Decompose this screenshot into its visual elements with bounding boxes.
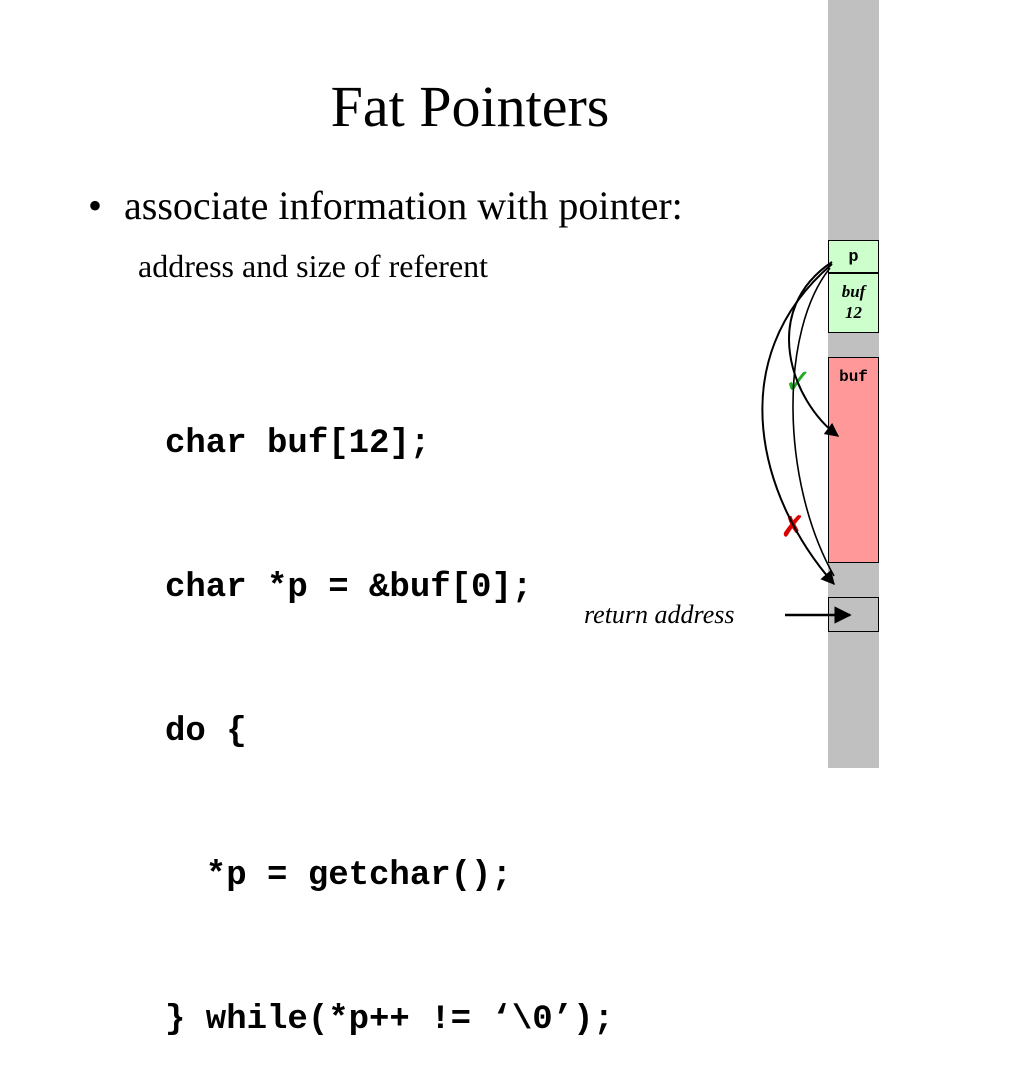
- slide-title: Fat Pointers: [330, 74, 610, 139]
- code-line: char *p = &buf[0];: [165, 569, 533, 607]
- buffer-cell: buf: [828, 357, 879, 563]
- arrow-to-return-address: [761, 263, 835, 586]
- pointer-label: p: [848, 248, 859, 267]
- metadata-size: 12: [845, 303, 862, 322]
- pointer-metadata-cell: buf 12: [828, 273, 879, 333]
- sub-bullet-text: address and size of referent: [138, 248, 489, 284]
- code-line: char buf[12];: [165, 425, 431, 463]
- bullet-marker: •: [88, 183, 103, 228]
- buffer-label: buf: [839, 368, 868, 386]
- arrow-to-buffer-start: [788, 261, 840, 437]
- arrow-to-return-address-2: [792, 267, 835, 577]
- code-line: *p = getchar();: [165, 857, 512, 895]
- bullet-item: • associate information with pointer:: [88, 186, 683, 226]
- return-address-label: return address: [584, 600, 735, 629]
- code-line: } while(*p++ != ‘\0’);: [165, 1001, 614, 1039]
- code-line: do {: [165, 713, 247, 751]
- metadata-name: buf: [841, 282, 866, 301]
- pointer-cell: p: [828, 240, 879, 273]
- bullet-text: associate information with pointer:: [124, 183, 683, 228]
- arrow-layer: [761, 261, 852, 624]
